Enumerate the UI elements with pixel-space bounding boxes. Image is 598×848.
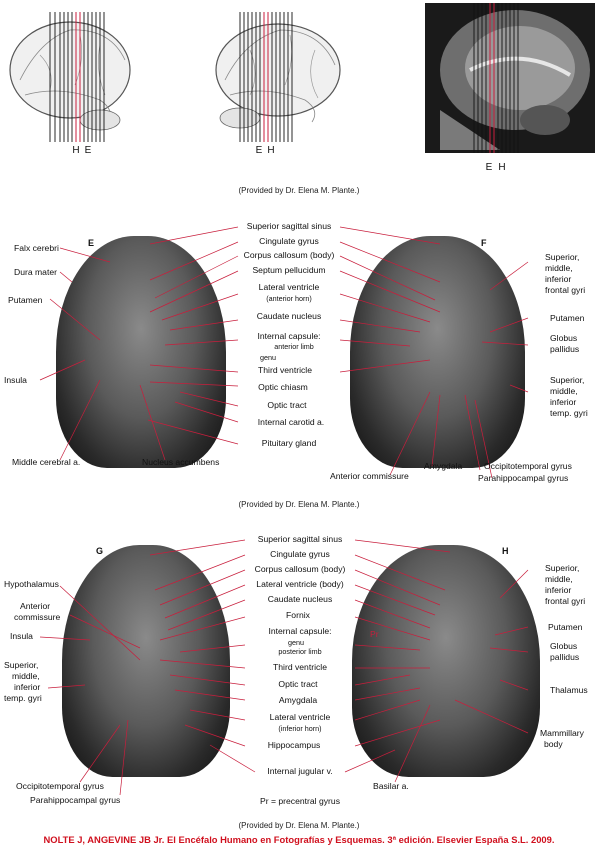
label-insula-left: Insula bbox=[4, 375, 27, 385]
label-dura-mater: Dura mater bbox=[14, 267, 57, 277]
marker-mid-e: E bbox=[255, 145, 263, 156]
label-gh-cingulate-gyrus: Cingulate gyrus bbox=[270, 549, 330, 559]
label-frontal-middle: middle, bbox=[545, 263, 573, 273]
marker-left-e: E bbox=[84, 145, 92, 156]
label-lateral-ventricle: Lateral ventricle bbox=[258, 282, 320, 292]
label-gh-superior-sagittal-sinus: Superior sagittal sinus bbox=[257, 534, 343, 544]
brain-lateral-left bbox=[9, 3, 595, 153]
label-superior-sagittal-sinus: Superior sagittal sinus bbox=[246, 221, 332, 231]
label-mammillary: Mammillary bbox=[540, 728, 584, 738]
label-gh-anterior: Anterior bbox=[20, 601, 51, 611]
label-gh-frontal-middle: middle, bbox=[545, 574, 573, 584]
label-optic-tract: Optic tract bbox=[267, 400, 307, 410]
label-globus: Globus bbox=[550, 333, 578, 343]
label-gh-frontal-superior: Superior, bbox=[545, 563, 580, 573]
label-gh-internal-capsule: Internal capsule: bbox=[268, 626, 332, 636]
label-optic-chiasm: Optic chiasm bbox=[258, 382, 308, 392]
label-amygdala-ef: Amygdala bbox=[424, 461, 463, 471]
panel-letter-g: G bbox=[96, 546, 104, 556]
label-gh-globus: Globus bbox=[550, 641, 578, 651]
label-gh-genu: genu bbox=[288, 638, 304, 647]
panel-letter-f: F bbox=[481, 238, 487, 248]
label-frontal-gyri: frontal gyri bbox=[545, 285, 586, 295]
label-frontal-superior: Superior, bbox=[545, 252, 580, 262]
label-gh-corpus-callosum: Corpus callosum (body) bbox=[254, 564, 346, 574]
label-temp-gyri: temp. gyri bbox=[550, 408, 588, 418]
caption-bottom: (Provided by Dr. Elena M. Plante.) bbox=[238, 821, 360, 830]
label-anterior-horn: (anterior horn) bbox=[266, 294, 312, 303]
label-gh-temp-inferior: inferior bbox=[14, 682, 41, 692]
footer-citation: NOLTE J, ANGEVINE JB Jr. El Encéfalo Hum… bbox=[43, 834, 555, 845]
caption-middle: (Provided by Dr. Elena M. Plante.) bbox=[238, 500, 360, 509]
label-gh-lateral-ventricle-body: Lateral ventricle (body) bbox=[256, 579, 344, 589]
label-gh-posterior-limb: posterior limb bbox=[278, 647, 322, 656]
label-gh-hippocampus: Hippocampus bbox=[267, 740, 321, 750]
label-septum-pellucidum: Septum pellucidum bbox=[252, 265, 326, 275]
mri-f bbox=[350, 236, 525, 468]
label-third-ventricle: Third ventricle bbox=[258, 365, 312, 375]
marker-right-h: H bbox=[498, 162, 506, 173]
label-temp-inferior: inferior bbox=[550, 397, 577, 407]
panel-letter-e: E bbox=[88, 238, 95, 248]
label-anterior-commissure-ef: Anterior commissure bbox=[330, 471, 409, 481]
label-gh-temp-middle: middle, bbox=[12, 671, 40, 681]
label-gh-frontal-inferior: inferior bbox=[545, 585, 572, 595]
label-pallidus: pallidus bbox=[550, 344, 580, 354]
label-occipitotemporal-ef: Occipitotemporal gyrus bbox=[484, 461, 572, 471]
mri-h bbox=[352, 545, 540, 777]
label-gh-occipitotemporal: Occipitotemporal gyrus bbox=[16, 781, 104, 791]
label-temp-superior: Superior, bbox=[550, 375, 585, 385]
mri-g bbox=[62, 545, 230, 777]
label-falx-cerebri: Falx cerebri bbox=[14, 243, 59, 253]
label-anterior-limb: anterior limb bbox=[274, 342, 314, 351]
marker-right-e: E bbox=[485, 162, 493, 173]
label-gh-frontal-gyri: frontal gyri bbox=[545, 596, 586, 606]
label-gh-commissure: commissure bbox=[14, 612, 61, 622]
mri-e bbox=[56, 236, 226, 468]
label-putamen-left: Putamen bbox=[8, 295, 43, 305]
label-gh-parahippocampal: Parahippocampal gyrus bbox=[30, 795, 121, 805]
label-gh-fornix: Fornix bbox=[286, 610, 310, 620]
label-gh-optic-tract: Optic tract bbox=[278, 679, 318, 689]
label-cingulate-gyrus: Cingulate gyrus bbox=[259, 236, 319, 246]
label-gh-temp-gyri: temp. gyri bbox=[4, 693, 42, 703]
label-gh-insula: Insula bbox=[10, 631, 33, 641]
panel-letter-h: H bbox=[502, 546, 509, 556]
label-frontal-inferior: inferior bbox=[545, 274, 572, 284]
label-corpus-callosum-body: Corpus callosum (body) bbox=[243, 250, 335, 260]
label-basilar: Basilar a. bbox=[373, 781, 409, 791]
label-pr-note: Pr = precentral gyrus bbox=[259, 796, 341, 806]
marker-left-h: H bbox=[72, 145, 80, 156]
label-gh-third-ventricle: Third ventricle bbox=[273, 662, 327, 672]
label-internal-capsule: Internal capsule: bbox=[257, 331, 321, 341]
label-gh-lateral-ventricle: Lateral ventricle bbox=[269, 712, 331, 722]
label-parahippocampal-ef: Parahippocampal gyrus bbox=[478, 473, 569, 483]
label-gh-internal-jugular: Internal jugular v. bbox=[267, 766, 333, 776]
caption-top: (Provided by Dr. Elena M. Plante.) bbox=[238, 186, 360, 195]
label-putamen-right: Putamen bbox=[550, 313, 585, 323]
label-hypothalamus: Hypothalamus bbox=[4, 579, 59, 589]
label-genu: genu bbox=[260, 353, 276, 362]
label-gh-inferior-horn: (inferior horn) bbox=[278, 724, 322, 733]
label-pr-mark: Pr bbox=[370, 629, 379, 639]
marker-mid-h: H bbox=[267, 145, 275, 156]
label-gh-pallidus: pallidus bbox=[550, 652, 580, 662]
label-gh-amygdala: Amygdala bbox=[278, 695, 318, 705]
label-temp-middle: middle, bbox=[550, 386, 578, 396]
label-thalamus: Thalamus bbox=[550, 685, 588, 695]
label-middle-cerebral: Middle cerebral a. bbox=[12, 457, 81, 467]
label-gh-caudate-nucleus: Caudate nucleus bbox=[267, 594, 333, 604]
label-caudate-nucleus: Caudate nucleus bbox=[256, 311, 322, 321]
label-nucleus-accumbens: Nucleus accumbens bbox=[142, 457, 220, 467]
top-brain-row: H E E H E H bbox=[0, 0, 598, 180]
label-gh-temp-superior: Superior, bbox=[4, 660, 39, 670]
label-mammillary-body: body bbox=[544, 739, 563, 749]
label-gh-putamen: Putamen bbox=[548, 622, 583, 632]
label-pituitary-gland: Pituitary gland bbox=[261, 438, 317, 448]
label-internal-carotid: Internal carotid a. bbox=[257, 417, 325, 427]
